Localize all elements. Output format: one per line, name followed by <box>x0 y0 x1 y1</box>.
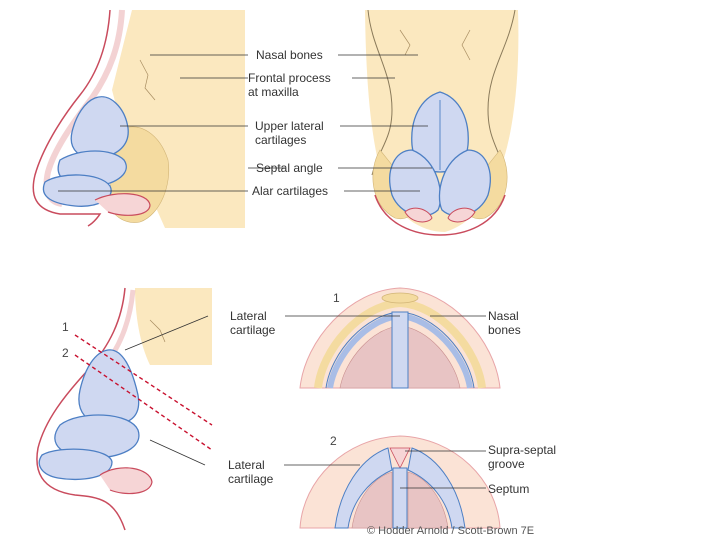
label-nasal-bones-section: Nasal bones <box>488 309 521 337</box>
top-lateral-view <box>33 10 245 228</box>
nostril <box>95 194 150 216</box>
cut-line-number-1: 1 <box>62 320 69 334</box>
section-number-1: 1 <box>333 291 340 305</box>
label-upper-lateral-cartilages: Upper lateral cartilages <box>255 119 324 147</box>
bone-region <box>135 288 212 365</box>
label-alar-cartilages: Alar cartilages <box>252 184 328 198</box>
label-supra-septal-groove: Supra-septal groove <box>488 443 556 471</box>
label-septal-angle: Septal angle <box>256 161 323 175</box>
cut-line-number-2: 2 <box>62 346 69 360</box>
label-lateral-cartilage-lower: Lateral cartilage <box>228 458 273 486</box>
copyright-credit: © Hodder Arnold / Scott-Brown 7E <box>367 525 534 537</box>
cross-section-2 <box>300 436 500 528</box>
section-septum <box>393 468 407 528</box>
upper-lateral-cartilage <box>79 350 139 425</box>
nasal-bone-top <box>382 293 418 303</box>
top-frontal-view <box>365 10 518 235</box>
section-septum <box>392 312 408 388</box>
nostril <box>100 468 152 494</box>
label-septum: Septum <box>488 482 529 496</box>
label-lateral-cartilage-upper: Lateral cartilage <box>230 309 275 337</box>
label-nasal-bones: Nasal bones <box>256 48 323 62</box>
cross-section-1 <box>300 288 500 388</box>
section-number-2: 2 <box>330 434 337 448</box>
label-frontal-process: Frontal process at maxilla <box>248 71 331 99</box>
